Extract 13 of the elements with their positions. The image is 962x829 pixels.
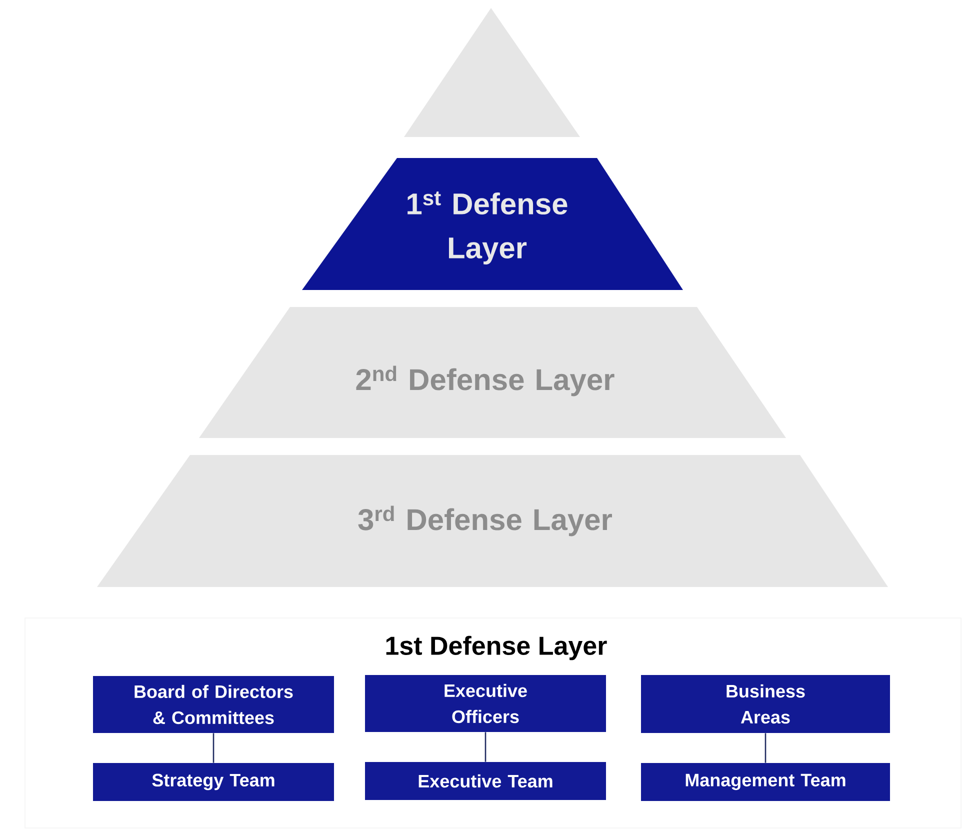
pyramid-layer: 3$^{rd}$ Defense Layer	[97, 455, 888, 587]
pyramid-layer: 1$^{st}$ Defense Layer	[302, 158, 683, 290]
pyramid-layer: 2$^{nd}$ Defense Layer	[199, 307, 786, 438]
org-box: Business Areas	[641, 675, 890, 733]
connector-line	[212, 733, 214, 763]
connector-line	[484, 732, 486, 762]
pyramid-tip	[404, 8, 580, 137]
org-box: Strategy Team	[93, 763, 334, 801]
org-box: Executive Officers	[365, 675, 606, 732]
org-box: Board of Directors & Committees	[93, 676, 334, 733]
org-box: Executive Team	[365, 762, 606, 800]
org-box: Management Team	[641, 763, 890, 801]
connector-line	[764, 733, 766, 763]
